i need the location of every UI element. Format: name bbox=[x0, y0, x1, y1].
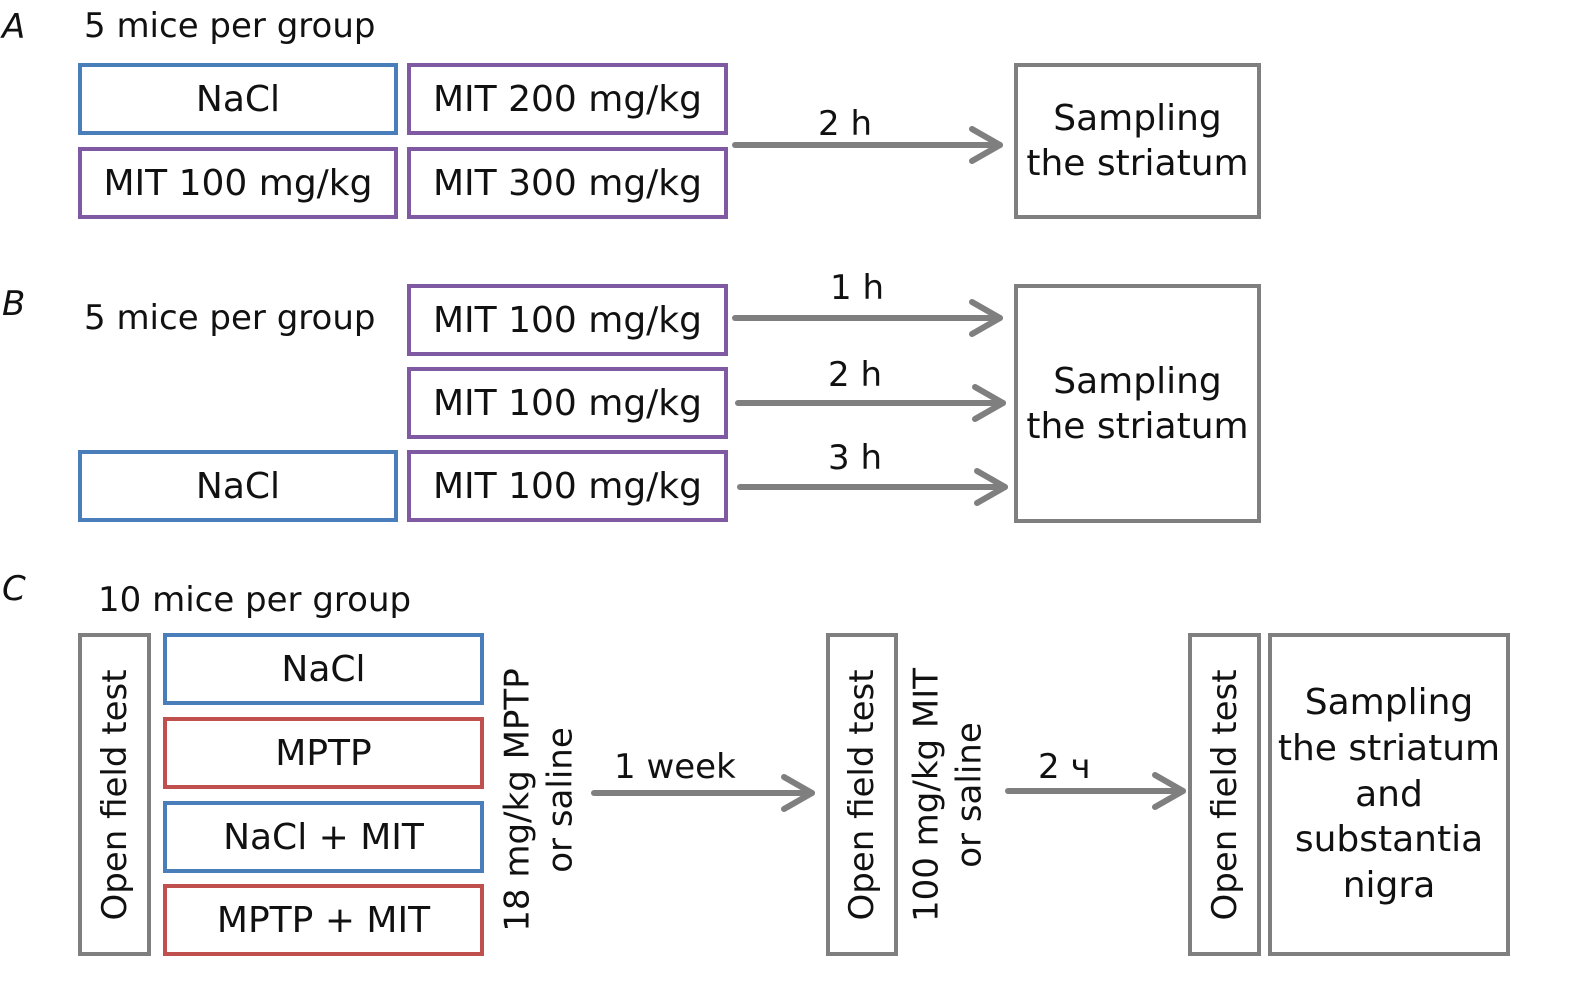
target-line: and bbox=[1355, 773, 1423, 815]
group-label: MIT 100 mg/kg bbox=[432, 382, 702, 424]
group-box-mit-100-1h: MIT 100 mg/kg bbox=[407, 284, 728, 356]
open-field-label: Open field test bbox=[1204, 668, 1245, 921]
group-caption-a: 5 mice per group bbox=[84, 6, 376, 46]
target-line: Sampling bbox=[1304, 682, 1474, 724]
arrow-a bbox=[732, 126, 1003, 164]
group-box-nacl: NaCl bbox=[78, 63, 398, 135]
group-box-mit-300: MIT 300 mg/kg bbox=[407, 147, 728, 219]
group-label: NaCl bbox=[195, 465, 281, 507]
panel-label-b: B bbox=[2, 284, 26, 324]
group-label: MIT 300 mg/kg bbox=[432, 162, 702, 204]
target-line: substantia bbox=[1294, 819, 1484, 861]
treatment-line: or saline bbox=[949, 722, 989, 868]
treatment-line: 18 mg/kg MPTP bbox=[497, 668, 538, 932]
group-label: MIT 100 mg/kg bbox=[432, 465, 702, 507]
target-line: Sampling bbox=[1053, 98, 1222, 139]
open-field-label: Open field test bbox=[94, 668, 135, 921]
target-line: the striatum bbox=[1026, 405, 1249, 447]
group-box-mit-100-3h: MIT 100 mg/kg bbox=[407, 450, 728, 522]
target-box-c: Sampling the striatum and substantia nig… bbox=[1268, 633, 1510, 956]
treatment-label-1: 18 mg/kg MPTP or saline bbox=[494, 650, 584, 950]
interval-label-1week: 1 week bbox=[614, 747, 736, 787]
group-box-mit-200: MIT 200 mg/kg bbox=[407, 63, 728, 135]
treatment-line: or saline bbox=[540, 727, 580, 873]
treatment-label-2: 100 mg/kg MIT or saline bbox=[903, 650, 993, 940]
group-caption-c: 10 mice per group bbox=[98, 580, 412, 620]
group-label: NaCl + MIT bbox=[223, 816, 424, 858]
interval-label-a: 2 h bbox=[818, 104, 872, 144]
group-box-nacl-b: NaCl bbox=[78, 450, 398, 522]
group-box-mit-100-2h: MIT 100 mg/kg bbox=[407, 367, 728, 439]
arrow-b-1h bbox=[732, 299, 1003, 337]
group-label: MPTP bbox=[275, 732, 372, 774]
group-label: MIT 100 mg/kg bbox=[432, 299, 702, 341]
target-line: nigra bbox=[1342, 865, 1436, 907]
interval-label-2h: 2 h bbox=[828, 355, 882, 395]
arrow-c-1week bbox=[591, 774, 815, 812]
target-line: Sampling bbox=[1053, 360, 1222, 402]
group-label: NaCl bbox=[195, 78, 281, 120]
group-label: NaCl bbox=[281, 648, 366, 690]
group-label: MIT 100 mg/kg bbox=[103, 162, 373, 204]
group-label: MIT 200 mg/kg bbox=[432, 78, 702, 120]
group-box-mit-100: MIT 100 mg/kg bbox=[78, 147, 398, 219]
group-box-nacl-c: NaCl bbox=[163, 633, 484, 705]
interval-label-3h: 3 h bbox=[828, 438, 882, 478]
group-box-nacl-mit: NaCl + MIT bbox=[163, 801, 484, 873]
arrow-b-3h bbox=[737, 468, 1008, 506]
interval-label-2h-c: 2 ч bbox=[1038, 747, 1091, 787]
target-box-a: Sampling the striatum bbox=[1014, 63, 1261, 219]
arrow-c-2h bbox=[1005, 772, 1186, 810]
group-label: MPTP + MIT bbox=[216, 899, 431, 941]
group-box-mptp: MPTP bbox=[163, 717, 484, 789]
open-field-box-2: Open field test bbox=[826, 633, 898, 956]
interval-label-1h: 1 h bbox=[830, 268, 884, 308]
open-field-box-3: Open field test bbox=[1188, 633, 1261, 956]
group-caption-b: 5 mice per group bbox=[84, 298, 376, 338]
target-box-b: Sampling the striatum bbox=[1014, 284, 1261, 523]
group-box-mptp-mit: MPTP + MIT bbox=[163, 884, 484, 956]
arrow-b-2h bbox=[735, 384, 1006, 422]
treatment-line: 100 mg/kg MIT bbox=[906, 667, 947, 923]
open-field-label: Open field test bbox=[842, 668, 882, 921]
target-line: the striatum bbox=[1277, 727, 1501, 769]
panel-label-a: A bbox=[2, 7, 26, 47]
panel-label-c: C bbox=[2, 569, 26, 609]
open-field-box-1: Open field test bbox=[78, 633, 151, 956]
target-line: the striatum bbox=[1026, 143, 1249, 184]
